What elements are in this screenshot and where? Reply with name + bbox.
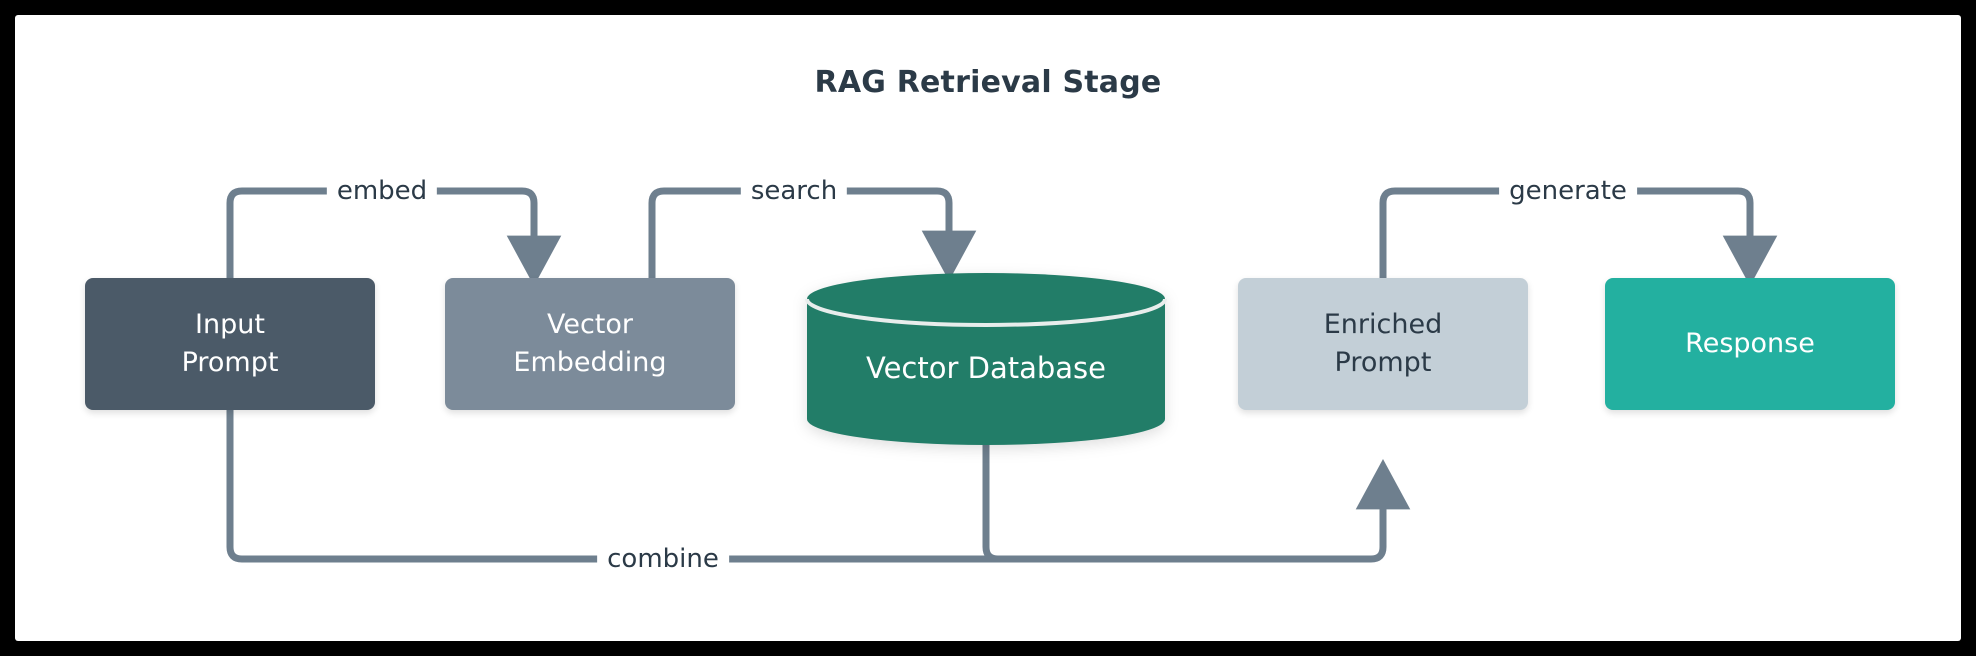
diagram-canvas: RAG Retrieval Stage e <box>15 15 1961 641</box>
diagram-title: RAG Retrieval Stage <box>814 65 1162 100</box>
node-vector-embedding-line1: Vector <box>546 308 634 340</box>
edge-label-embed: embed <box>326 176 438 206</box>
node-vector-embedding-line2: Embedding <box>513 347 667 378</box>
node-vector-database[interactable]: Vector Database <box>805 273 1167 445</box>
node-enriched-prompt-label: Enriched Prompt <box>1324 306 1442 383</box>
edge-label-generate: generate <box>1499 176 1637 206</box>
node-response-label: Response <box>1685 327 1815 359</box>
node-enriched-prompt[interactable]: Enriched Prompt <box>1238 278 1528 410</box>
database-cylinder-icon <box>805 273 1167 445</box>
edge-db-to-combine-path <box>982 441 1002 563</box>
node-input-prompt-line1: Input <box>195 308 265 340</box>
node-vector-embedding[interactable]: Vector Embedding <box>445 278 735 410</box>
node-enriched-prompt-line1: Enriched <box>1323 308 1443 340</box>
node-input-prompt-line2: Prompt <box>181 347 279 378</box>
edge-label-search: search <box>740 176 848 206</box>
node-input-prompt[interactable]: Input Prompt <box>85 278 375 410</box>
node-input-prompt-label: Input Prompt <box>182 306 279 383</box>
edge-label-combine: combine <box>597 544 729 574</box>
node-vector-embedding-label: Vector Embedding <box>513 306 666 383</box>
node-response[interactable]: Response <box>1605 278 1895 410</box>
node-enriched-prompt-line2: Prompt <box>1334 347 1432 378</box>
